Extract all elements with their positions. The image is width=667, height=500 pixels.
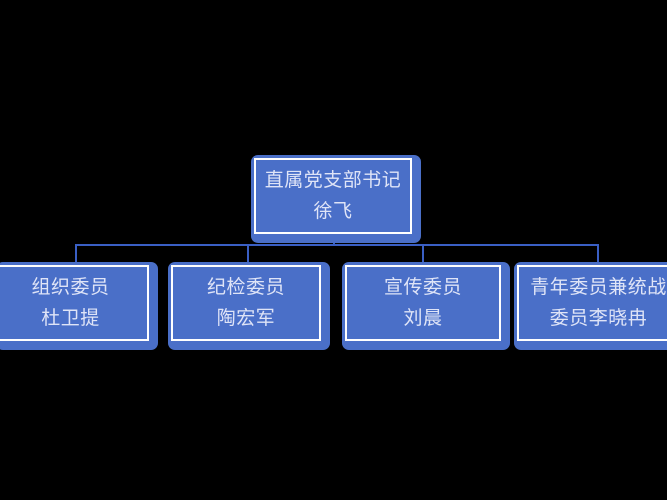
connector-drop-4 bbox=[597, 244, 599, 264]
org-node-child-4-name: 委员李晓冉 bbox=[549, 308, 648, 329]
org-node-child-1-title: 组织委员 bbox=[31, 277, 110, 298]
org-node-child-3-body: 宣传委员 刘晨 bbox=[345, 265, 501, 341]
org-node-child-2-body: 纪检委员 陶宏军 bbox=[171, 265, 321, 341]
connector-horizontal-bus bbox=[75, 244, 599, 246]
org-node-root[interactable]: 直属党支部书记 徐飞 bbox=[251, 155, 421, 243]
org-node-child-3-title: 宣传委员 bbox=[383, 277, 462, 298]
connector-drop-2 bbox=[247, 244, 249, 264]
org-node-child-2[interactable]: 纪检委员 陶宏军 bbox=[168, 262, 330, 350]
org-node-child-4[interactable]: 青年委员兼统战 委员李晓冉 bbox=[514, 262, 667, 350]
connector-drop-1 bbox=[75, 244, 77, 264]
org-node-child-3-name: 刘晨 bbox=[403, 308, 443, 329]
org-node-root-name: 徐飞 bbox=[313, 201, 353, 222]
org-node-child-2-name: 陶宏军 bbox=[216, 308, 276, 329]
org-node-child-2-title: 纪检委员 bbox=[206, 277, 285, 298]
connector-drop-3 bbox=[422, 244, 424, 264]
org-node-root-title: 直属党支部书记 bbox=[264, 170, 402, 191]
org-node-child-1-name: 杜卫提 bbox=[41, 308, 100, 329]
org-node-child-4-body: 青年委员兼统战 委员李晓冉 bbox=[517, 265, 667, 341]
org-node-child-1-body: 组织委员 杜卫提 bbox=[0, 265, 149, 341]
org-node-child-1[interactable]: 组织委员 杜卫提 bbox=[0, 262, 158, 350]
org-node-child-4-title: 青年委员兼统战 bbox=[530, 277, 667, 298]
org-node-root-body: 直属党支部书记 徐飞 bbox=[254, 158, 412, 234]
org-node-child-3[interactable]: 宣传委员 刘晨 bbox=[342, 262, 510, 350]
